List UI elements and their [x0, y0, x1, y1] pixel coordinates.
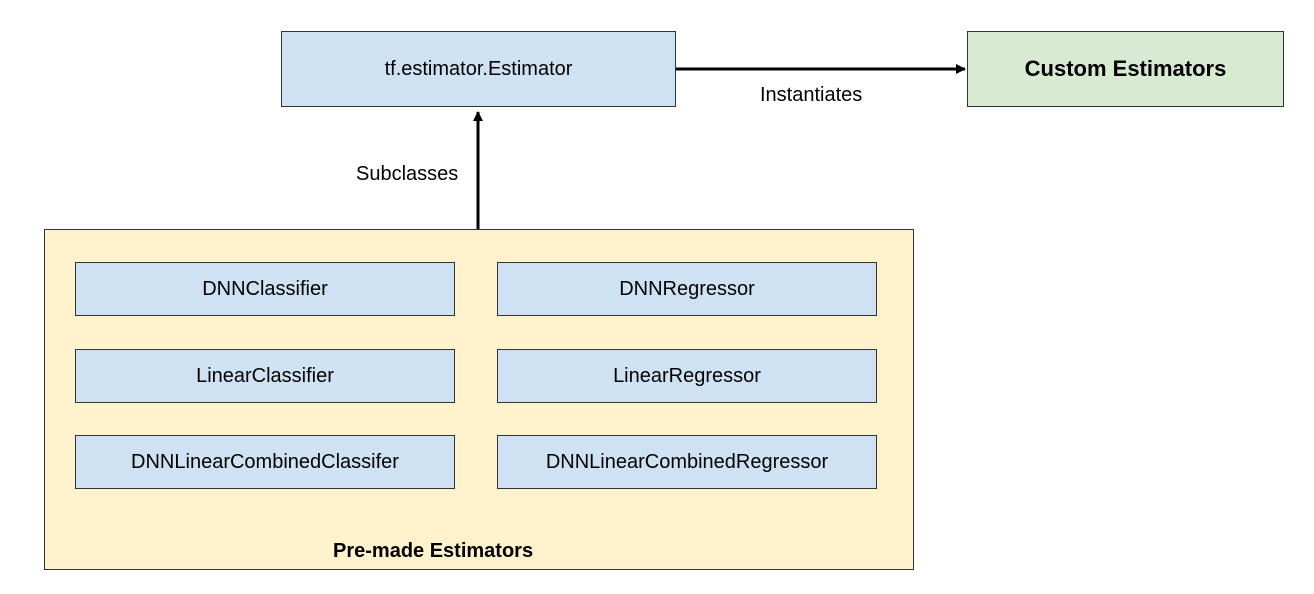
premade-item-dnn-regressor: DNNRegressor [497, 262, 877, 316]
premade-item-dnn-classifier: DNNClassifier [75, 262, 455, 316]
subclasses-label: Subclasses [356, 163, 459, 185]
premade-item-linear-regressor: LinearRegressor [497, 349, 877, 403]
premade-item-linear-classifier: LinearClassifier [75, 349, 455, 403]
premade-estimators-group: DNNClassifier DNNRegressor LinearClassif… [44, 229, 914, 570]
premade-estimators-title: Pre-made Estimators [333, 540, 534, 562]
custom-estimators-node: Custom Estimators [967, 31, 1284, 107]
premade-item-dnn-linear-combined-classifier: DNNLinearCombinedClassifer [75, 435, 455, 489]
estimator-node: tf.estimator.Estimator [281, 31, 676, 107]
instantiates-label: Instantiates [760, 84, 863, 106]
premade-item-dnn-linear-combined-regressor: DNNLinearCombinedRegressor [497, 435, 877, 489]
